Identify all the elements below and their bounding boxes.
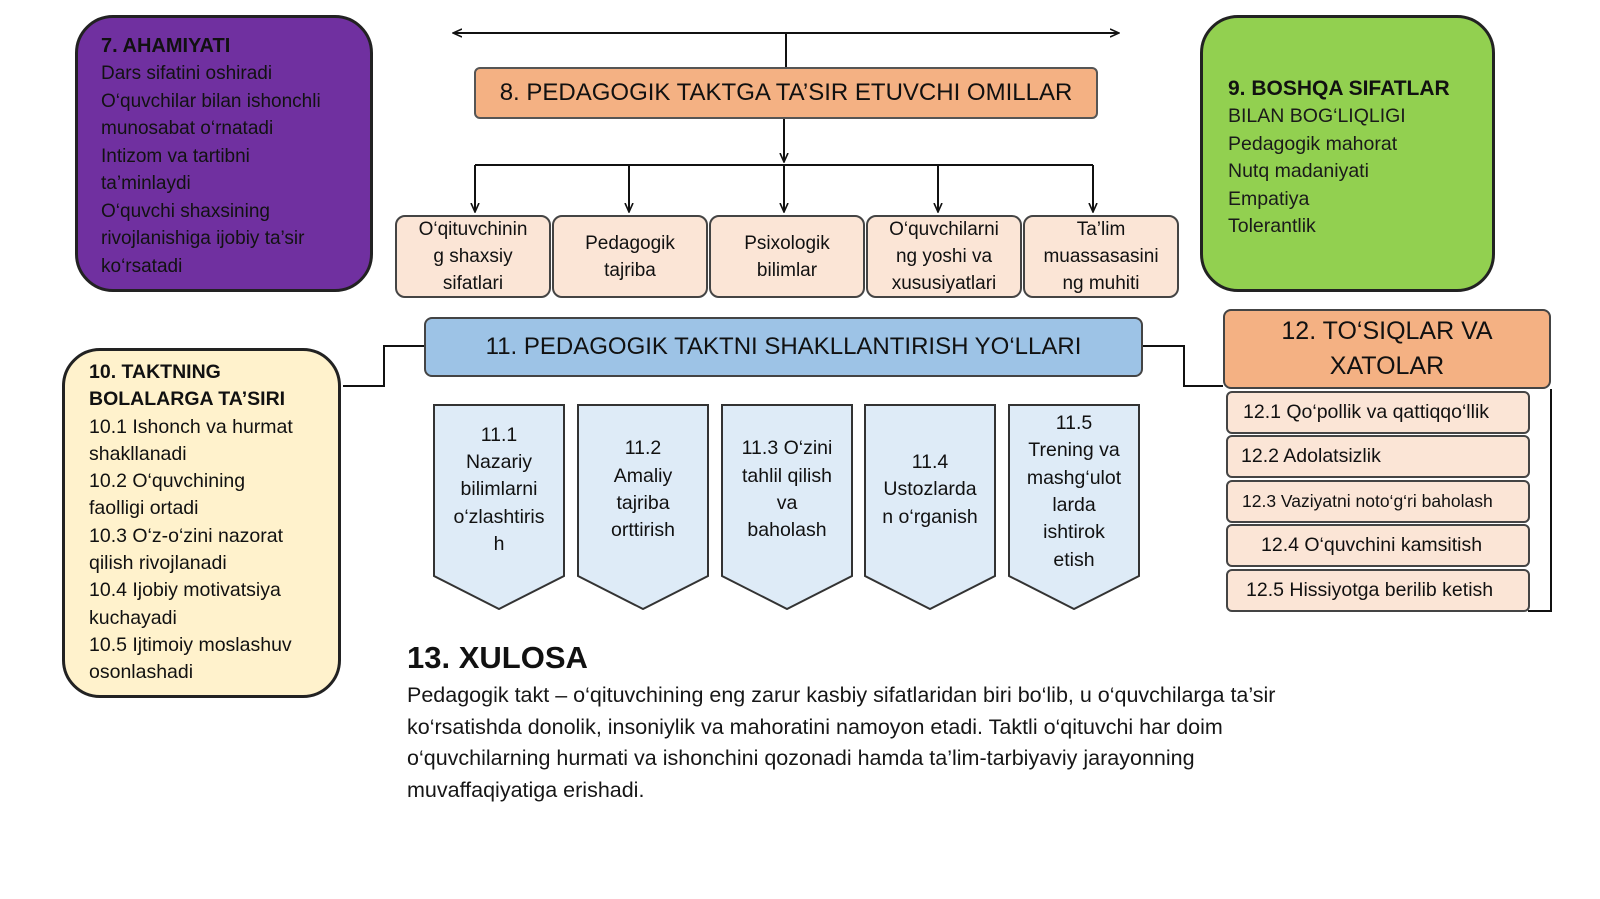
influence-item: 10.1 Ishonch va hurmat xyxy=(89,415,293,438)
obstacles-heading: 12. TO‘SIQLAR VA XATOLAR xyxy=(1223,309,1551,389)
other-quality-item: Nutq madaniyati xyxy=(1228,160,1369,182)
factor-text-line: sifatlari xyxy=(442,273,504,294)
way-text-line: tajriba xyxy=(616,492,670,514)
way-text-line: Amaliy xyxy=(613,464,673,487)
obstacle-misjudgment: 12.3 Vaziyatni noto‘g‘ri baholash xyxy=(1226,480,1530,523)
factor-text-line: tajriba xyxy=(604,259,656,281)
factor-personal-qualities: O‘qituvchinin g shaxsiy sifatlari xyxy=(395,215,551,298)
way-text-line: bilimlarni xyxy=(460,478,538,501)
factor-psychological-knowledge: Psixologik bilimlar xyxy=(709,215,865,298)
influence-item: shakllanadi xyxy=(89,442,187,465)
way-text-line: baholash xyxy=(747,519,827,542)
way-text-line: h xyxy=(493,532,505,555)
obstacle-humiliation: 12.4 O‘quvchini kamsitish xyxy=(1226,524,1530,567)
conclusion-title: 13. XULOSA xyxy=(407,640,588,675)
way-text-line: 11.5 xyxy=(1055,412,1093,435)
factor-text-line: Ta’lim xyxy=(1076,219,1126,240)
way-text-line: 11.3 O‘zini xyxy=(741,437,833,460)
obstacle-injustice: 12.2 Adolatsizlik xyxy=(1226,435,1530,478)
formation-ways-heading: 11. PEDAGOGIK TAKTNI SHAKLLANTIRISH YO‘L… xyxy=(424,317,1143,377)
way-text-line: orttirish xyxy=(611,519,675,542)
importance-title: 7. AHAMIYATI xyxy=(101,35,231,57)
way-self-analysis-text: 11.3 O‘zini tahlil qilish va baholash xyxy=(721,404,853,576)
way-text-line: 11.2 xyxy=(624,437,662,460)
influence-item: kuchayadi xyxy=(89,606,177,629)
factor-text-line: O‘qituvchinin xyxy=(418,219,528,240)
factors-heading: 8. PEDAGOGIK TAKTGA TA’SIR ETUVCHI OMILL… xyxy=(474,67,1098,119)
factor-text-line: xususiyatlari xyxy=(891,273,997,294)
importance-item: O‘quvchilar bilan ishonchli xyxy=(101,90,321,112)
factor-student-age: O‘quvchilarni ng yoshi va xususiyatlari xyxy=(866,215,1022,298)
other-qualities-box: 9. BOSHQA SIFATLAR BILAN BOG‘LIQLIGI Peda… xyxy=(1200,15,1495,292)
way-text-line: 11.1 xyxy=(480,423,518,446)
way-text-line: larda xyxy=(1052,494,1096,516)
obstacle-emotions: 12.5 Hissiyotga berilib ketish xyxy=(1226,569,1530,612)
factor-text-line: Pedagogik xyxy=(585,232,675,254)
way-text-line: 11.4 xyxy=(911,451,949,474)
way-text-line: va xyxy=(776,492,798,514)
way-text-line: o‘zlashtiris xyxy=(453,505,545,528)
importance-item: rivojlanishiga ijobiy ta’sir xyxy=(101,228,305,249)
influence-title: 10. TAKTNING BOLALARGA TA’SIRI xyxy=(89,359,332,414)
importance-item: Intizom va tartibni xyxy=(101,145,250,167)
obstacles-title-line: 12. TO‘SIQLAR VA xyxy=(1281,317,1493,345)
way-text-line: etish xyxy=(1053,548,1095,571)
factor-text-line: ng yoshi va xyxy=(895,246,993,267)
factor-pedagogical-experience: Pedagogik tajriba xyxy=(552,215,708,298)
influence-item: qilish rivojlanadi xyxy=(89,552,227,575)
way-text-line: Nazariy xyxy=(465,451,533,474)
other-qualities-title: 9. BOSHQA SIFATLAR xyxy=(1228,77,1450,100)
way-text-line: tahlil qilish xyxy=(742,464,832,487)
way-text-line: Ustozlarda xyxy=(883,478,977,501)
factor-text-line: muassasasini xyxy=(1043,246,1159,267)
other-quality-item: Empatiya xyxy=(1228,187,1310,210)
influence-item: 10.4 Ijobiy motivatsiya xyxy=(89,579,281,602)
influence-item: faolligi ortadi xyxy=(89,497,199,520)
importance-item: munosabat o‘rnatadi xyxy=(101,118,274,139)
influence-item: 10.3 O‘z-o‘zini nazorat xyxy=(89,524,284,547)
factor-text-line: O‘quvchilarni xyxy=(889,219,999,240)
influence-box: 10. TAKTNING BOLALARGA TA’SIRI 10.1 Ishon… xyxy=(62,348,341,698)
influence-title-line: 10. TAKTNING xyxy=(89,361,221,383)
way-text-line: ishtirok xyxy=(1043,521,1105,544)
way-text-line: n o‘rganish xyxy=(882,505,978,528)
importance-item: O‘quvchi shaxsining xyxy=(101,200,270,222)
other-quality-item: Tolerantlik xyxy=(1228,215,1316,237)
importance-item: ta’minlaydi xyxy=(101,173,191,194)
other-quality-item: BILAN BOG‘LIQLIGI xyxy=(1228,105,1406,127)
factor-text-line: bilimlar xyxy=(756,259,818,281)
other-quality-item: Pedagogik mahorat xyxy=(1228,132,1398,155)
influence-item: osonlashadi xyxy=(89,661,194,684)
obstacle-rudeness: 12.1 Qo‘pollik va qattiqqo‘llik xyxy=(1226,391,1530,434)
factor-school-environment: Ta’lim muassasasini ng muhiti xyxy=(1023,215,1179,298)
influence-list: 10.1 Ishonch va hurmat shakllanadi 10.2 O‘… xyxy=(89,414,332,687)
influence-item: 10.5 Ijtimoiy moslashuv xyxy=(89,633,292,656)
conclusion-text: Pedagogik takt – o‘qituvchining eng zaru… xyxy=(407,683,1276,802)
influence-item: 10.2 O‘quvchining xyxy=(89,470,246,493)
way-text-line: Trening va xyxy=(1028,439,1120,462)
factor-text-line: g shaxsiy xyxy=(433,246,513,267)
importance-item: Dars sifatini oshiradi xyxy=(101,63,273,84)
factor-text-line: ng muhiti xyxy=(1062,273,1140,294)
influence-title-line: BOLALARGA TA’SIRI xyxy=(89,388,286,411)
way-self-analysis: 11.3 O‘zini tahlil qilish va baholash xyxy=(721,404,853,610)
obstacles-title-line: XATOLAR xyxy=(1329,352,1445,380)
way-text-line: mashg‘ulot xyxy=(1026,466,1122,489)
factor-text-line: Psixologik xyxy=(744,232,830,254)
importance-item: ko‘rsatadi xyxy=(101,255,183,277)
